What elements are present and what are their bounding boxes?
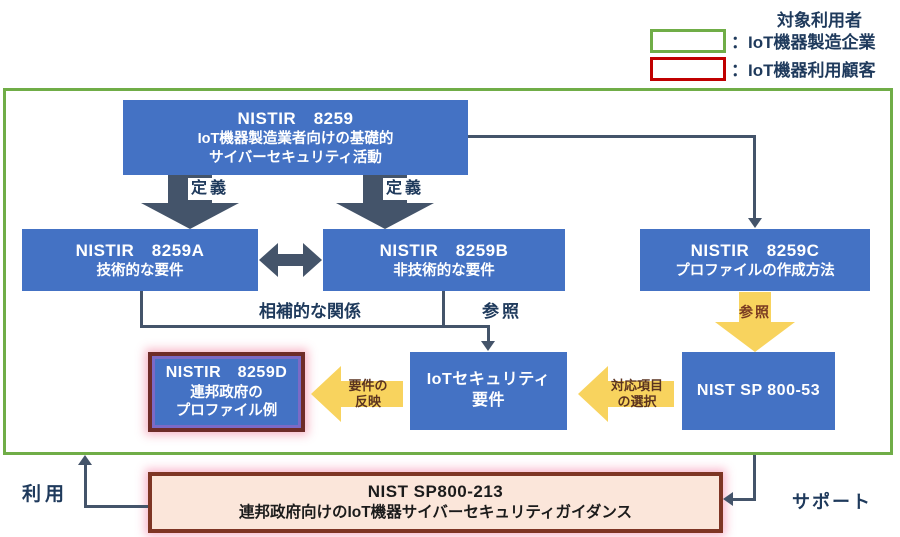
define-label-left: 定義 xyxy=(188,178,233,201)
node-nistir-8259c-title: NISTIR 8259C xyxy=(690,240,820,260)
connector-merge-h xyxy=(140,325,490,328)
connector-use-h xyxy=(84,505,148,508)
node-nist-sp-800-53: NIST SP 800-53 xyxy=(682,352,835,430)
support-label: サポート xyxy=(792,492,872,512)
node-nistir-8259: NISTIR 8259 IoT機器製造業者向けの基礎的 サイバーセキュリティ活動 xyxy=(123,100,468,175)
sp80053-title: NIST SP 800-53 xyxy=(696,381,821,399)
node-nist-sp800-213: NIST SP800-213 連邦政府向けのIoT機器サイバーセキュリティガイダ… xyxy=(148,472,723,533)
node-nistir-8259-line1: IoT機器製造業者向けの基礎的 xyxy=(197,130,394,147)
arrowhead-into-iotreq-icon xyxy=(481,341,495,351)
connector-8259-to-8259c-v xyxy=(753,135,756,219)
node-nistir-8259c-subtitle: プロファイルの作成方法 xyxy=(675,262,835,279)
double-arrow-icon xyxy=(259,243,322,277)
arrowhead-use-icon xyxy=(78,455,92,465)
define-label-right: 定義 xyxy=(383,178,428,201)
node-nistir-8259b: NISTIR 8259B 非技術的な要件 xyxy=(323,229,565,291)
connector-8259-to-8259c-h xyxy=(468,135,756,138)
legend-title: 対象利用者 xyxy=(777,11,862,30)
legend-swatch-customer xyxy=(650,57,726,81)
node-nistir-8259b-title: NISTIR 8259B xyxy=(379,240,509,260)
mapping-selection-arrow-icon: 対応項目 の選択 xyxy=(578,366,674,422)
connector-use-v xyxy=(84,463,87,508)
sp800213-subtitle: 連邦政府向けのIoT機器サイバーセキュリティガイダンス xyxy=(238,504,633,522)
node-nistir-8259b-subtitle: 非技術的な要件 xyxy=(393,262,495,279)
node-nistir-8259c: NISTIR 8259C プロファイルの作成方法 xyxy=(640,229,870,291)
mapping-selection-label: 対応項目 の選択 xyxy=(610,377,663,409)
node-nistir-8259d-line2: プロファイル例 xyxy=(175,403,278,420)
connector-support-h xyxy=(731,498,756,501)
node-nistir-8259-line2: サイバーセキュリティ活動 xyxy=(209,149,382,166)
node-iot-security-requirements: IoTセキュリティ 要件 xyxy=(410,352,567,430)
connector-support-v xyxy=(753,455,756,501)
arrowhead-into-8259c-icon xyxy=(748,218,762,228)
iot-req-line2: 要件 xyxy=(471,392,505,409)
node-nistir-8259a-subtitle: 技術的な要件 xyxy=(96,262,184,279)
use-label: 利用 xyxy=(22,484,69,505)
legend-label-customer: ：IoT機器利用顧客 xyxy=(731,61,876,80)
complementary-relation-label: 相補的な関係 xyxy=(259,302,361,321)
node-nistir-8259d-line1: 連邦政府の xyxy=(190,384,263,401)
reflect-requirements-label: 要件の 反映 xyxy=(348,377,388,409)
sp800213-title: NIST SP800-213 xyxy=(367,482,504,502)
reflect-requirements-arrow-icon: 要件の 反映 xyxy=(311,366,403,422)
reference-label-b: 参照 xyxy=(482,302,522,321)
node-nistir-8259d-title: NISTIR 8259D xyxy=(165,363,288,381)
node-nistir-8259d: NISTIR 8259D 連邦政府の プロファイル例 xyxy=(148,352,305,432)
reference-label-c: 参照 xyxy=(739,304,771,320)
legend-label-manufacturer: ：IoT機器製造企業 xyxy=(731,33,876,52)
define-arrow-left-icon xyxy=(135,175,245,229)
connector-8259a-down xyxy=(140,291,143,328)
reference-down-arrow-icon: 参照 xyxy=(715,292,795,352)
connector-8259b-down xyxy=(442,291,445,328)
manufacturer-scope-frame xyxy=(3,88,893,455)
arrowhead-support-icon xyxy=(723,492,733,506)
node-nistir-8259a: NISTIR 8259A 技術的な要件 xyxy=(22,229,258,291)
node-nistir-8259-title: NISTIR 8259 xyxy=(237,108,354,128)
define-arrow-right-icon xyxy=(330,175,440,229)
node-nistir-8259a-title: NISTIR 8259A xyxy=(75,240,205,260)
legend-swatch-manufacturer xyxy=(650,29,726,53)
connector-into-iotreq-v xyxy=(487,325,490,343)
iot-req-line1: IoTセキュリティ xyxy=(426,371,551,389)
